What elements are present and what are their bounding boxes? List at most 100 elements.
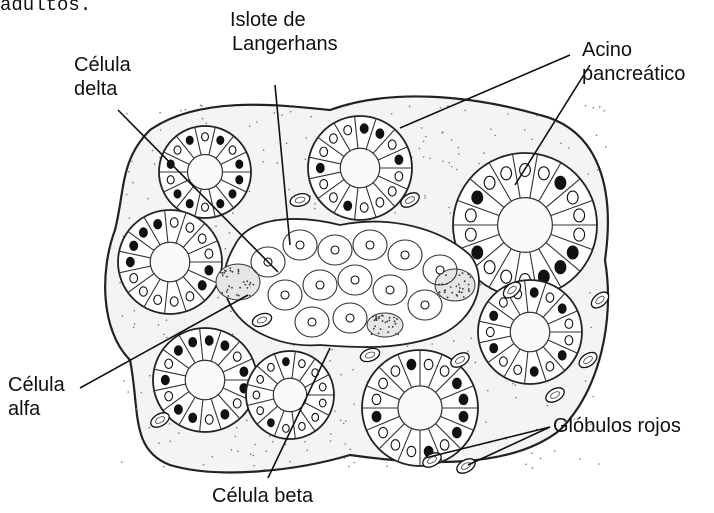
acinar-nucleus: [330, 134, 338, 143]
acinar-nucleus: [312, 413, 319, 421]
label-acino-line2: pancreático: [582, 62, 685, 86]
stipple-dot: [440, 107, 442, 109]
granule-dot: [378, 317, 380, 319]
stipple-dot: [202, 118, 204, 120]
acinar-nucleus: [538, 167, 549, 180]
granule-dot: [223, 272, 225, 274]
granule-dot: [389, 317, 391, 319]
acinar-nucleus: [236, 160, 243, 168]
acinar-nucleus: [170, 218, 178, 227]
granule-dot: [386, 321, 388, 323]
acinar-nucleus: [391, 366, 400, 376]
acinar-nucleus: [316, 163, 324, 172]
granule-dot: [445, 274, 447, 276]
acinar-nucleus: [500, 298, 508, 307]
stipple-dot: [290, 111, 292, 113]
granule-dot: [459, 287, 461, 289]
acinar-nucleus: [453, 427, 462, 437]
acinar-nucleus: [283, 358, 290, 366]
granule-dot: [381, 315, 383, 317]
granule-dot: [385, 322, 387, 324]
islet-cell-nucleus: [346, 314, 354, 322]
stipple-dot: [119, 282, 121, 284]
stipple-dot: [288, 189, 290, 191]
stipple-dot: [423, 141, 425, 143]
stipple-dot: [451, 139, 453, 141]
granule-dot: [459, 274, 461, 276]
granule-dot: [468, 273, 470, 275]
label-acino-line1: Acino: [582, 38, 632, 62]
stipple-dot: [121, 461, 123, 463]
stipple-dot: [122, 315, 124, 317]
stipple-dot: [490, 129, 492, 131]
acinar-nucleus: [459, 411, 468, 421]
stipple-dot: [169, 440, 171, 442]
acinar-nucleus: [229, 146, 236, 154]
stipple-dot: [131, 161, 133, 163]
stipple-dot: [597, 169, 599, 171]
stipple-dot: [230, 311, 232, 313]
islet-cell-nucleus: [308, 318, 316, 326]
label-islote-line2: Langerhans: [232, 32, 338, 56]
stipple-dot: [424, 195, 426, 197]
stipple-dot: [126, 113, 128, 115]
granule-dot: [227, 289, 229, 291]
granule-dot: [458, 284, 460, 286]
acinar-nucleus: [233, 352, 241, 361]
acinar-nucleus: [186, 200, 193, 208]
acinar-nucleus: [236, 176, 243, 184]
stipple-dot: [262, 161, 264, 163]
stipple-dot: [217, 297, 219, 299]
stipple-dot: [330, 440, 332, 442]
acinar-nucleus: [379, 378, 388, 388]
granule-dot: [238, 269, 240, 271]
stipple-dot: [289, 461, 291, 463]
granule-dot: [382, 320, 384, 322]
granule-dot: [396, 318, 398, 320]
granule-dot: [239, 287, 241, 289]
acinar-nucleus: [186, 223, 194, 232]
granule-dot: [373, 328, 375, 330]
stipple-dot: [281, 114, 283, 116]
stipple-dot: [235, 436, 237, 438]
stipple-dot: [353, 403, 355, 405]
acinus: [308, 116, 412, 220]
label-islote-line1: Islote de: [230, 8, 306, 32]
stipple-dot: [206, 123, 208, 125]
acinar-nucleus: [154, 295, 162, 304]
acinar-nucleus: [170, 297, 178, 306]
stipple-dot: [425, 136, 427, 138]
stipple-dot: [588, 173, 590, 175]
stipple-dot: [515, 384, 517, 386]
acinar-nucleus: [574, 209, 585, 222]
stipple-dot: [345, 420, 347, 422]
stipple-dot: [605, 146, 607, 148]
granule-dot: [397, 334, 399, 336]
label-delta-line1: Célula: [74, 53, 131, 77]
stipple-dot: [340, 374, 342, 376]
stipple-dot: [272, 441, 274, 443]
acinar-nucleus: [395, 155, 403, 164]
stipple-dot: [599, 106, 601, 108]
acinar-nucleus: [198, 281, 206, 290]
acinar-nucleus: [500, 357, 508, 366]
acinar-nucleus: [174, 146, 181, 154]
stipple-dot: [129, 217, 131, 219]
granule-dot: [236, 294, 238, 296]
stipple-dot: [352, 369, 354, 371]
granule-dot: [388, 320, 390, 322]
acinar-nucleus: [189, 338, 197, 347]
acinar-nucleus: [221, 410, 229, 419]
granule-dot: [244, 284, 246, 286]
acinus: [246, 351, 334, 439]
granule-dot: [378, 316, 380, 318]
granule-dot: [222, 275, 224, 277]
stipple-dot: [314, 203, 316, 205]
granule-dot: [395, 323, 397, 325]
label-beta: Célula beta: [212, 484, 313, 508]
granule-dot: [229, 267, 231, 269]
acinar-nucleus: [154, 220, 162, 229]
granule-dot: [469, 276, 471, 278]
stipple-dot: [409, 106, 411, 108]
stipple-dot: [386, 466, 388, 468]
